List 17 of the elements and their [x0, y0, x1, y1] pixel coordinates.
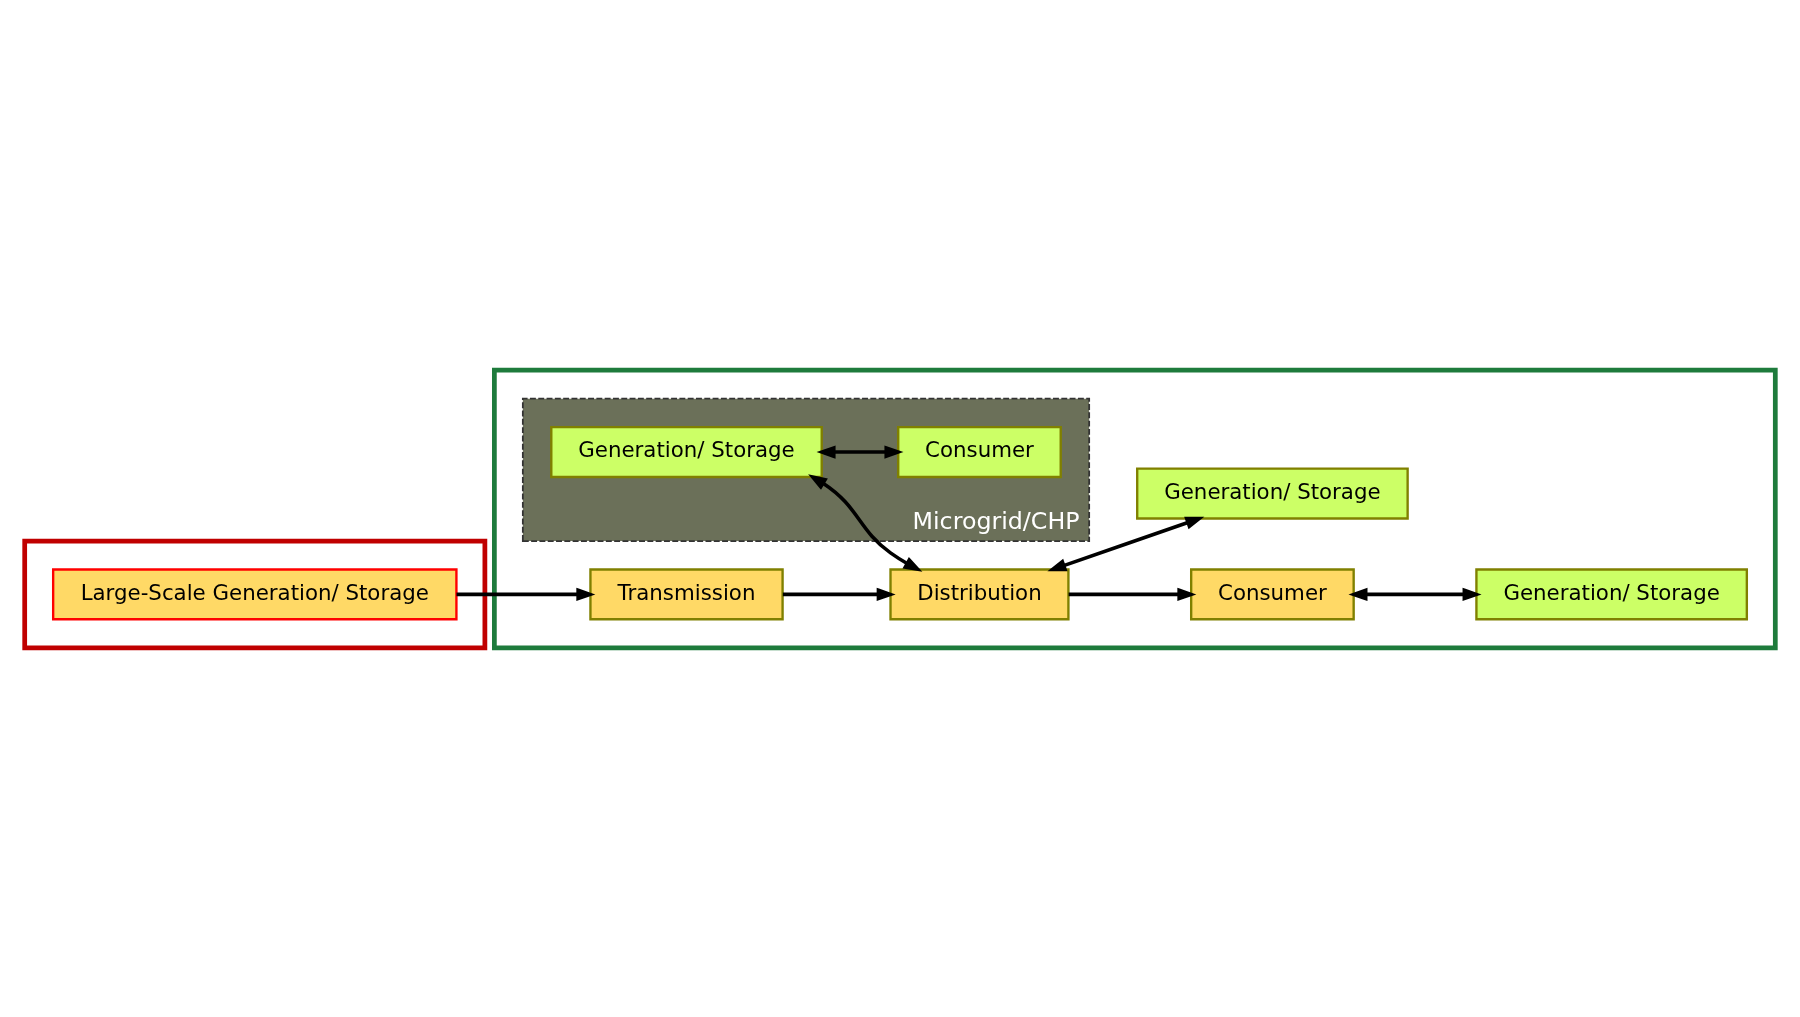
node-box: Generation/ Storage: [550, 425, 823, 478]
arrow: [1047, 516, 1205, 571]
node-box: Distribution: [889, 567, 1070, 620]
node-box: Large-Scale Generation/ Storage: [51, 567, 458, 620]
arrow: [456, 587, 596, 601]
arrow: [1348, 587, 1482, 601]
node-box: Consumer: [1190, 567, 1355, 620]
node-box: Transmission: [589, 567, 784, 620]
arrow: [1068, 587, 1197, 601]
cluster: [22, 538, 488, 650]
node-box: Consumer: [897, 425, 1062, 478]
node-box: Generation/ Storage: [1475, 567, 1749, 620]
node-box: Generation/ Storage: [1136, 467, 1409, 520]
arrow: [816, 444, 904, 459]
cluster: [492, 367, 1778, 650]
arrow: [808, 473, 923, 572]
arrow: [782, 587, 896, 601]
